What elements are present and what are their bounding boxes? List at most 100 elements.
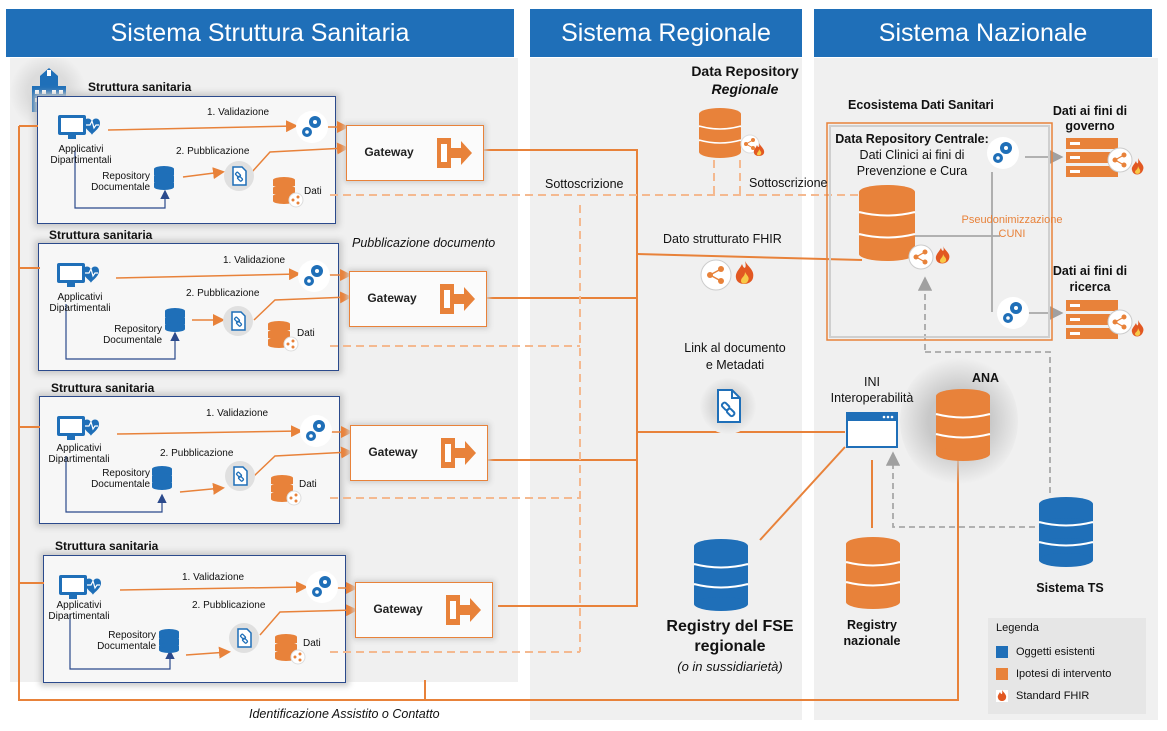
apps-label: Applicativi Dipartimentali [48,600,110,622]
validation-label: 1. Validazione [206,408,269,419]
research-label-2: ricerca [1069,280,1111,294]
repository-db-icon [158,628,180,659]
central-repo-title: Data Repository Centrale: [835,132,989,146]
link-label-2: e Metadati [705,358,765,372]
document-link-icon [700,378,756,434]
fhir-label: Dato strutturato FHIR [663,232,782,246]
ini-window-icon [846,412,898,453]
national-registry-label-2: nazionale [843,634,901,648]
gear-icon [297,259,331,298]
document-link-icon [222,305,254,342]
central-repo-db-icon [858,184,916,269]
gateway-label: Gateway [364,145,414,159]
regional-registry-db-icon [693,538,749,619]
ini-label-2: Interoperabilità [830,391,914,405]
regional-repo-subtitle: Regionale [711,81,779,97]
fhir-flame-icon [752,142,766,163]
gear-icon [299,414,333,453]
repository-db-icon [153,165,175,196]
gateway-3[interactable]: Gateway [350,425,488,481]
gateway-4[interactable]: Gateway [355,582,493,638]
ana-label: ANA [972,371,1000,385]
facility-title: Struttura sanitaria [55,539,159,553]
data-db-share-icon [272,176,312,215]
repository-db-icon [151,465,173,496]
repo-label: Repository Documentale [97,630,156,652]
gateway-icon [446,595,481,625]
facility-title: Struttura sanitaria [88,80,192,94]
central-repo-line1: Dati Clinici ai fini di [859,148,965,162]
data-db-share-icon [267,320,307,359]
identification-label: Identificazione Assistito o Contatto [249,707,440,721]
regional-registry-sub: (o in sussidiarietà) [677,659,783,674]
regional-registry-title-2: regionale [694,638,766,655]
regional-repo-title: Data Repository [691,63,799,79]
data-db-share-icon [270,474,310,513]
document-link-icon [224,460,256,497]
document-link-icon [223,160,255,197]
gov-label-1: Dati ai fini di [1052,104,1128,118]
fhir-flame-icon [996,690,1008,703]
publication-label: 2. Pubblicazione [176,146,250,157]
legend-swatch-blue [996,646,1008,659]
gear-icon [996,296,1030,335]
monitor-heart-icon [55,261,101,296]
doc-publication-label: Pubblicazione documento [352,236,496,250]
legend-item-intervention: Ipotesi di intervento [996,668,1111,681]
gear-icon [986,136,1020,175]
regional-registry-title-1: Registry del FSE [666,618,794,635]
gov-label-2: governo [1065,119,1115,133]
data-db-share-icon [274,633,314,672]
legend-title: Legenda [996,622,1039,634]
gateway-icon [437,138,472,168]
ts-label: Sistema TS [1036,581,1104,595]
header-struttura: Sistema Struttura Sanitaria [6,9,514,57]
repo-label: Repository Documentale [103,324,162,346]
monitor-heart-icon [56,113,102,148]
ana-db-icon [935,388,991,469]
facility-title: Struttura sanitaria [49,228,153,242]
central-repo-line2: Prevenzione e Cura [856,164,968,178]
ts-db-icon [1038,496,1094,575]
gateway-label: Gateway [373,602,423,616]
gateway-icon [440,284,475,314]
legend-swatch-orange [996,668,1008,681]
publication-label: 2. Pubblicazione [186,288,260,299]
document-link-icon [228,622,260,659]
research-label-1: Dati ai fini di [1052,264,1128,278]
subscription-label-left: Sottoscrizione [545,177,624,191]
monitor-heart-icon [55,414,101,449]
national-registry-db-icon [845,536,901,617]
facility-title: Struttura sanitaria [51,381,155,395]
validation-label: 1. Validazione [182,572,245,583]
publication-label: 2. Pubblicazione [192,600,266,611]
regional-repo-db-icon [698,106,768,167]
pseudo-label-1: Pseudonimizzazione [961,214,1063,226]
ecosystem-label: Ecosistema Dati Sanitari [848,98,994,112]
gateway-label: Gateway [368,445,418,459]
validation-label: 1. Validazione [223,255,286,266]
gateway-1[interactable]: Gateway [346,125,484,181]
fhir-share-icon [700,258,760,297]
data-label: Dati [299,479,317,490]
gov-server-icon [1066,138,1146,187]
legend-label: Oggetti esistenti [1016,646,1095,658]
data-label: Dati [297,328,315,339]
repo-label: Repository Documentale [91,468,150,490]
apps-label: Applicativi Dipartimentali [49,292,111,314]
apps-label: Applicativi Dipartimentali [48,443,110,465]
data-label: Dati [303,638,321,649]
header-nazionale: Sistema Nazionale [814,9,1152,57]
validation-label: 1. Validazione [207,107,270,118]
gateway-2[interactable]: Gateway [349,271,487,327]
repo-label: Repository Documentale [91,171,150,193]
subscription-label-right: Sottoscrizione [749,176,828,190]
monitor-heart-icon [57,573,103,608]
apps-label: Applicativi Dipartimentali [50,144,112,166]
middle-panel-bg [530,58,802,720]
legend-item-existing: Oggetti esistenti [996,646,1095,659]
legend-label: Standard FHIR [1016,690,1090,702]
gear-icon [295,110,329,149]
legend: Legenda Oggetti esistenti Ipotesi di int… [988,618,1146,714]
